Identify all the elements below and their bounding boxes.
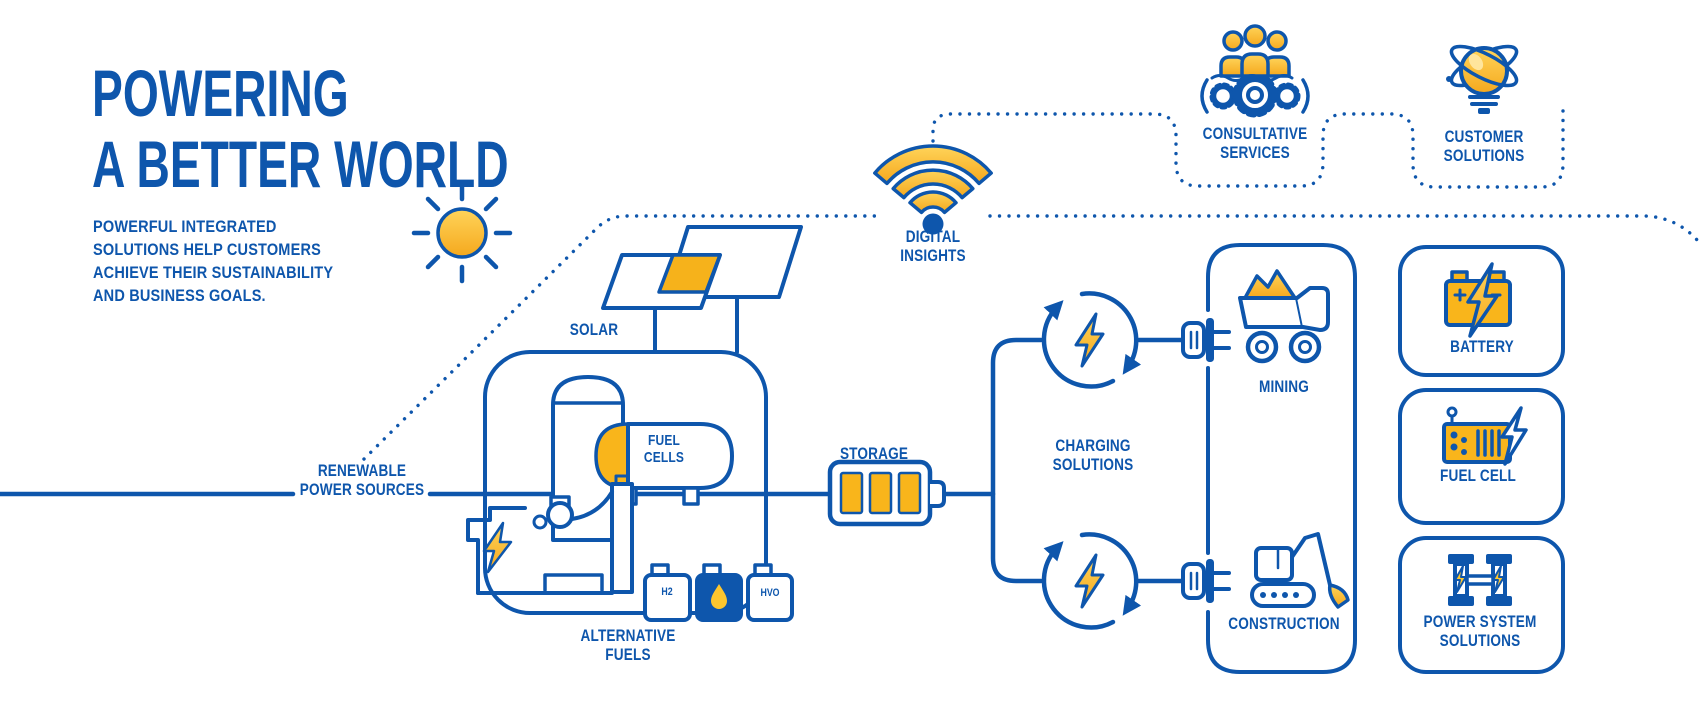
generator-icon xyxy=(466,474,634,595)
storage-battery-icon xyxy=(827,459,946,527)
dotted-connector-services xyxy=(931,106,1565,189)
plug-icon-bottom xyxy=(1181,559,1231,603)
charging-cycle-icon-top xyxy=(1041,291,1142,389)
label-battery: BATTERY xyxy=(1450,337,1514,356)
label-construction: CONSTRUCTION xyxy=(1228,614,1340,633)
car-battery-icon xyxy=(1444,262,1512,338)
dotted-connector-main-right xyxy=(988,214,1700,246)
mining-truck-icon xyxy=(1238,269,1330,364)
label-power-system-solutions: POWER SYSTEM SOLUTIONS xyxy=(1423,612,1537,651)
label-fuel-can-hvo: HVO xyxy=(760,587,780,599)
label-consultative-services: CONSULTATIVE SERVICES xyxy=(1202,124,1308,163)
label-fuel-cells-tank: FUEL CELLS xyxy=(643,432,685,466)
plug-icon-top xyxy=(1181,318,1231,362)
lightbulb-orbit-icon xyxy=(1446,44,1519,114)
charging-cycle-icon-bottom xyxy=(1041,532,1142,630)
label-solar: SOLAR xyxy=(569,320,619,339)
label-fuel-cell: FUEL CELL xyxy=(1440,466,1516,485)
label-renewable-power-sources: RENEWABLE POWER SOURCES xyxy=(299,461,425,500)
dotted-connector-main-left xyxy=(362,214,880,461)
applications-box xyxy=(1206,243,1357,674)
charging-fork-line xyxy=(990,337,1044,584)
fuel-cans-icon xyxy=(643,563,794,622)
power-sources-box xyxy=(483,350,768,615)
power-system-box xyxy=(1398,536,1565,674)
wifi-icon xyxy=(873,144,993,235)
page-subtitle: POWERFUL INTEGRATED SOLUTIONS HELP CUSTO… xyxy=(93,218,334,305)
solar-panels-icon xyxy=(601,225,803,354)
chassis-icon xyxy=(1448,554,1512,606)
label-storage: STORAGE xyxy=(839,444,909,463)
label-customer-solutions: CUSTOMER SOLUTIONS xyxy=(1443,127,1525,166)
fuel-cell-box xyxy=(1398,388,1565,525)
sun-icon xyxy=(411,182,513,284)
label-digital-insights: DIGITAL INSIGHTS xyxy=(900,227,966,266)
people-gears-icon xyxy=(1200,24,1310,118)
label-mining: MINING xyxy=(1258,377,1310,396)
label-fuel-can-h2: H2 xyxy=(661,586,673,598)
fuel-cell-generator-icon xyxy=(1442,406,1528,466)
excavator-icon xyxy=(1250,532,1350,609)
label-alternative-fuels: ALTERNATIVE FUELS xyxy=(580,626,676,665)
page-title: POWERING A BETTER WORLD xyxy=(92,56,509,201)
battery-box xyxy=(1398,245,1565,377)
label-charging-solutions: CHARGING SOLUTIONS xyxy=(1052,436,1134,475)
